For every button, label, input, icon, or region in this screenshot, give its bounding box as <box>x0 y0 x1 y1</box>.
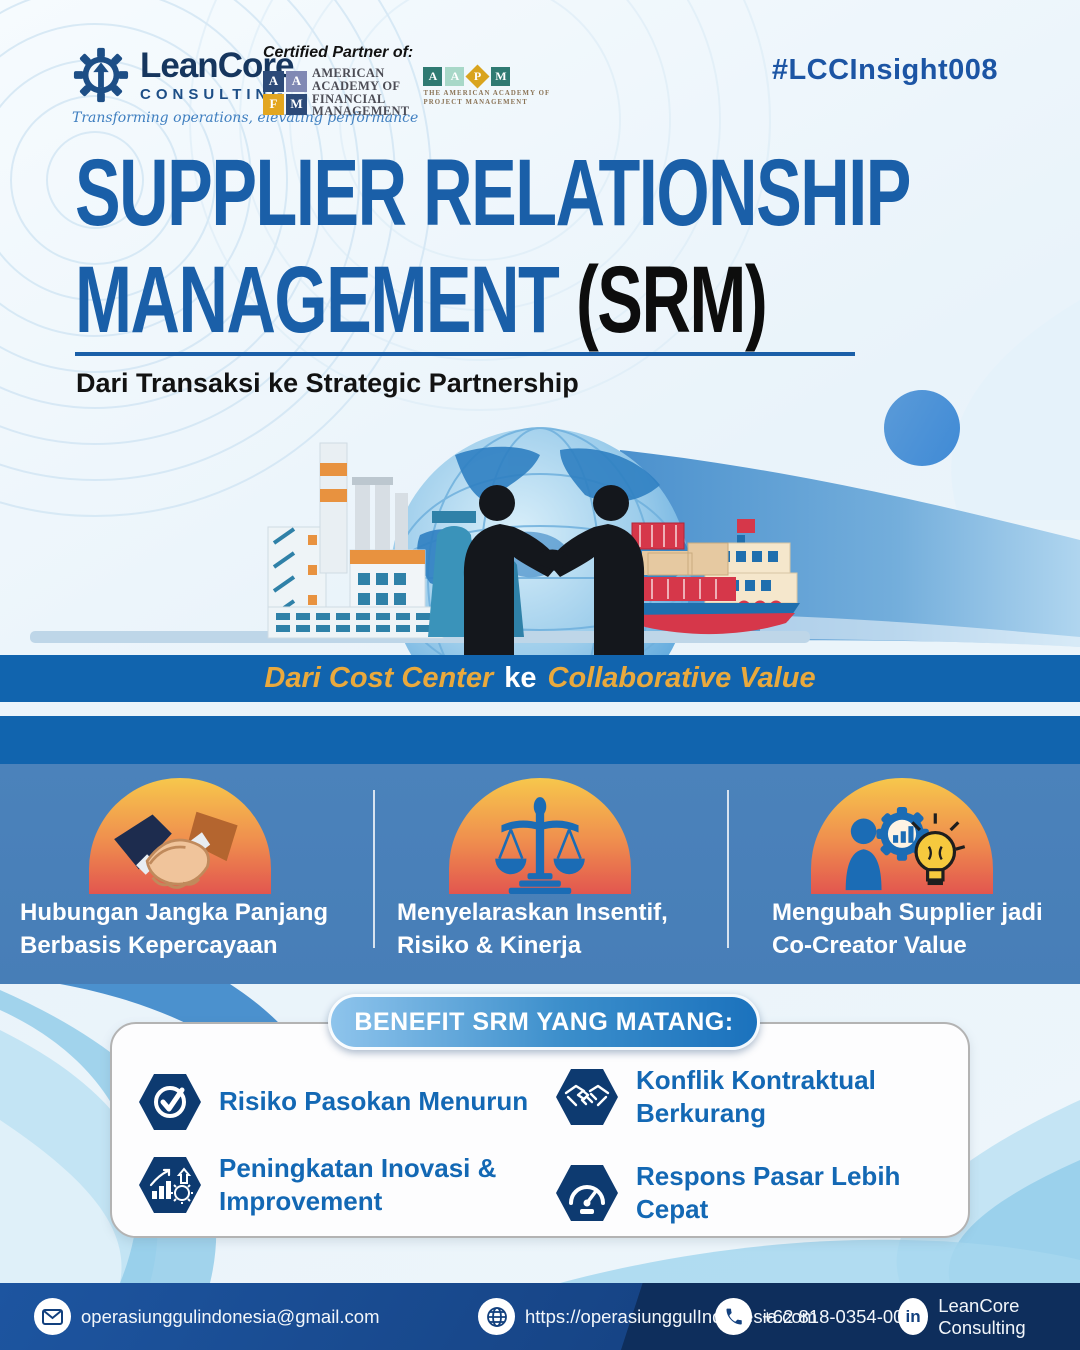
blue-bar <box>0 716 1080 764</box>
subtitle: Dari Transaksi ke Strategic Partnership <box>76 368 579 398</box>
aafm-square-a1: A <box>263 70 284 92</box>
innovation-icon <box>845 806 966 891</box>
benefit-item-2: Konflik Kontraktual Berkurang <box>554 1064 891 1131</box>
phone-icon <box>715 1298 752 1335</box>
title-line-1: SUPPLIER RELATIONSHIP <box>75 140 911 246</box>
benefit-item-4: Respons Pasar Lebih Cepat <box>554 1160 968 1227</box>
benefit-label: Respons Pasar Lebih Cepat <box>636 1161 901 1225</box>
linkedin-icon <box>898 1298 929 1335</box>
banner-part2: ke <box>504 662 537 694</box>
footer-linkedin[interactable]: LeanCore Consulting <box>898 1283 1080 1350</box>
page-title: SUPPLIER RELATIONSHIP MANAGEMENT (SRM) <box>75 140 1080 355</box>
banner-part1: Dari Cost Center <box>264 662 494 694</box>
pillar-divider-2 <box>727 790 729 948</box>
aafm-square-f: F <box>263 93 284 115</box>
footer: operasiunggulindonesia@gmail.com https:/… <box>0 1283 1080 1350</box>
srm-illustration <box>30 427 1080 660</box>
benefit-label: Risiko Pasokan Menurun <box>219 1086 529 1117</box>
scales-icon <box>495 797 585 894</box>
pillar-caption-2: Menyelaraskan Insentif,Risiko & Kinerja <box>397 899 668 960</box>
gear-arrow-icon <box>73 47 129 103</box>
pillar-divider-1 <box>373 790 375 948</box>
certified-partner-label: Certified Partner of: <box>263 44 414 61</box>
pillar-dome-3 <box>811 778 993 894</box>
speedometer-icon <box>556 1165 618 1222</box>
footer-email[interactable]: operasiunggulindonesia@gmail.com <box>34 1283 380 1350</box>
aafm-square-m: M <box>286 93 307 115</box>
growth-icon <box>139 1157 201 1214</box>
title-line-2: MANAGEMENT (SRM) <box>75 247 768 354</box>
aapm-square-a1: A <box>423 67 443 86</box>
email-icon <box>34 1298 71 1335</box>
banner-part3: Collaborative Value <box>547 662 816 694</box>
pillar-dome-1 <box>89 778 271 894</box>
footer-phone[interactable]: +62 818-0354-0000 <box>715 1283 924 1350</box>
benefit-item-1: Risiko Pasokan Menurun <box>137 1072 528 1132</box>
title-underline <box>75 352 855 356</box>
benefit-label: Peningkatan Inovasi & Improvement <box>219 1153 497 1217</box>
aapm-square-m: M <box>491 67 511 86</box>
handshake-icon <box>114 811 238 889</box>
pillar-dome-2 <box>449 778 631 894</box>
handshake-silhouettes <box>463 485 645 660</box>
footer-left-panel <box>0 1283 643 1350</box>
decorative-circle <box>884 390 960 466</box>
handshake-icon <box>556 1069 618 1126</box>
aapm-text: THE AMERICAN ACADEMY OF PROJECT MANAGEME… <box>423 90 551 107</box>
check-icon <box>139 1074 201 1130</box>
benefits-heading: BENEFIT SRM YANG MATANG: <box>354 1007 734 1036</box>
benefits-card: Risiko Pasokan Menurun Konflik Kontraktu… <box>110 1022 970 1238</box>
benefit-label: Konflik Kontraktual Berkurang <box>636 1065 876 1129</box>
aafm-text: AMERICAN ACADEMY OF FINANCIAL MANAGEMENT <box>312 66 410 119</box>
aafm-logo: A A F M AMERICAN ACADEMY OF FINANCIAL MA… <box>263 67 409 118</box>
certified-partner-block: Certified Partner of: A A F M AMERICAN A… <box>263 44 563 118</box>
benefits-heading-pill: BENEFIT SRM YANG MATANG: <box>328 994 760 1050</box>
benefit-item-3: Peningkatan Inovasi & Improvement <box>137 1152 519 1219</box>
aapm-square-a2: A <box>445 67 465 86</box>
value-banner: Dari Cost Center ke Collaborative Value <box>0 655 1080 702</box>
aapm-diamond-p: P <box>465 64 490 89</box>
aafm-square-a2: A <box>286 70 307 92</box>
hashtag: #LCCInsight008 <box>771 54 998 86</box>
aapm-logo: A A P M THE AMERICAN ACADEMY OF PROJECT … <box>423 64 563 107</box>
globe-icon <box>478 1298 515 1335</box>
